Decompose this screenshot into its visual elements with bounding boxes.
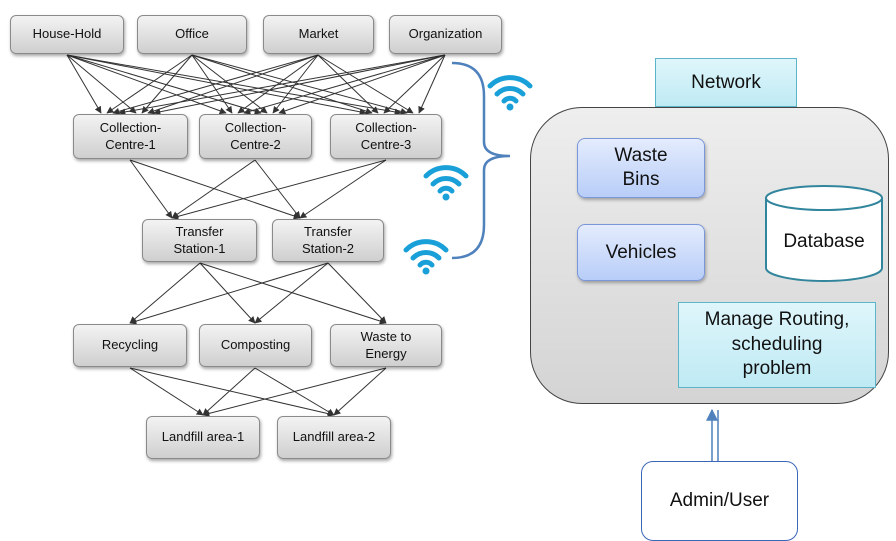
connector-arrow [141, 54, 193, 114]
waste-to-energy-node: Waste to Energy [330, 324, 442, 367]
connector-arrow [129, 159, 301, 220]
connector-arrow [66, 54, 262, 115]
connector-arrow [147, 54, 319, 115]
connector-arrow [129, 367, 335, 417]
connector-arrow [118, 54, 446, 116]
connector-arrow [106, 54, 193, 114]
connector-arrow [66, 54, 137, 114]
connector-arrow [66, 54, 227, 115]
source-household: House-Hold [10, 15, 124, 54]
database-cylinder [765, 185, 883, 282]
routing-node: Manage Routing, scheduling problem [678, 302, 876, 388]
connector-arrow [299, 159, 387, 219]
collection-centre-3: Collection- Centre-3 [330, 114, 442, 159]
connector-arrow [129, 367, 204, 416]
network-brace [451, 61, 511, 260]
connector-arrow [383, 54, 446, 114]
wifi-icon [423, 165, 469, 201]
connector-arrow [171, 159, 256, 219]
waste-bins-node: Waste Bins [577, 138, 705, 198]
connector-arrow [333, 367, 387, 416]
connector-arrow [153, 54, 446, 116]
connector-arrow [243, 54, 446, 115]
connector-arrow [202, 367, 256, 416]
landfill-area-2: Landfill area-2 [277, 416, 391, 459]
connector-arrow [317, 54, 379, 114]
connector-arrow [199, 262, 387, 325]
connector-arrow [237, 54, 319, 114]
recycling-node: Recycling [73, 324, 187, 367]
source-office: Office [137, 15, 247, 54]
connector-arrow [129, 262, 329, 325]
connector-arrow [112, 54, 319, 115]
landfill-area-1: Landfill area-1 [146, 416, 260, 459]
connector-arrow [272, 54, 319, 114]
connector-arrow [191, 54, 233, 114]
connector-arrow [418, 54, 446, 114]
connector-arrow [317, 54, 414, 114]
collection-centre-2: Collection- Centre-2 [199, 114, 312, 159]
source-market: Market [263, 15, 374, 54]
wifi-icon [487, 75, 533, 111]
connector-arrow [129, 159, 173, 219]
connector-arrow [327, 262, 387, 324]
flow-arrows [66, 54, 446, 417]
database-label: Database [783, 231, 865, 252]
transfer-station-2: Transfer Station-2 [272, 219, 384, 262]
wifi-icon [403, 239, 449, 275]
connector-arrow [202, 367, 387, 417]
admin-user-node[interactable]: Admin/User [641, 461, 798, 541]
connector-arrow [66, 54, 102, 114]
connector-arrow [171, 159, 387, 220]
collection-centre-1: Collection- Centre-1 [73, 114, 188, 159]
network-label: Network [655, 58, 797, 107]
transfer-station-1: Transfer Station-1 [142, 219, 257, 262]
connector-arrow [278, 54, 446, 115]
connector-arrow [191, 54, 268, 114]
source-organization: Organization [389, 15, 502, 54]
connector-arrow [254, 262, 329, 324]
connector-arrow [129, 262, 201, 324]
vehicles-node: Vehicles [577, 224, 705, 281]
composting-node: Composting [199, 324, 312, 367]
